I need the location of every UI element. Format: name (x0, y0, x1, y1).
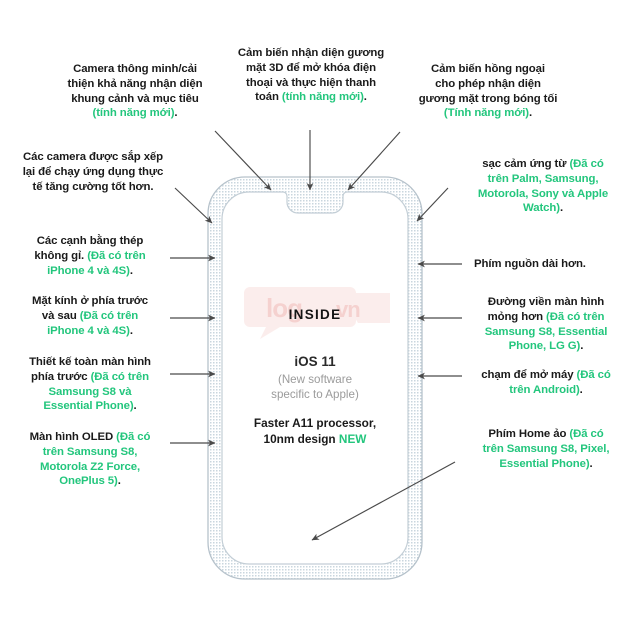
phone-illustration (207, 176, 423, 580)
annotation-bezel-line1: Đường viền màn hình (487, 296, 605, 308)
annotation-home-highlight2: trên Samsung S8, Pixel, (482, 442, 610, 455)
annotation-steel-edges-highlight1: (Đã có trên (87, 249, 146, 262)
annotation-glass-highlight2: iPhone 4 và 4S) (47, 324, 130, 337)
annotation-infrared-line2: cho phép nhận diện (435, 77, 541, 90)
annotation-tap-highlight2: trên Android) (509, 383, 580, 396)
annotation-home-highlight3: Essential Phone) (499, 457, 590, 470)
annotation-infrared-sensor: Cảm biến hồng ngoại cho phép nhận diện g… (404, 62, 572, 121)
annotation-tap-to-wake: chạm để mở máy (Đã có trên Android). (466, 368, 626, 398)
annotation-oled-line1: Màn hình OLED (29, 431, 117, 443)
annotation-glass-tail: . (129, 324, 133, 337)
annotation-wireless-charging: sạc cảm ứng từ (Đã có trên Palm, Samsung… (463, 157, 623, 216)
annotation-steel-edges-tail: . (129, 264, 133, 277)
annotation-glass-line1: Mặt kính ở phía trước (31, 295, 148, 307)
annotation-fullscreen-highlight2: Samsung S8 và (48, 385, 132, 398)
annotation-face-id-line1: Cảm biến nhận diện gương (237, 47, 385, 59)
annotation-tap-line1: chạm để mở máy (481, 369, 577, 381)
annotation-bezel-highlight3: Phone, LG G) (508, 340, 581, 353)
annotation-bezel-line2: mỏng hơn (487, 310, 547, 323)
annotation-bezel-highlight2: Samsung S8, Essential (484, 325, 608, 338)
annotation-oled-highlight2: trên Samsung S8, (42, 445, 138, 458)
annotation-oled-highlight3: Motorola Z2 Force, (39, 460, 141, 473)
annotation-home-line1: Phím Home ảo (488, 428, 570, 440)
annotation-face-id: Cảm biến nhận diện gương mặt 3D để mở kh… (227, 46, 395, 105)
annotation-fullscreen-highlight3: Essential Phone) (43, 400, 134, 413)
annotation-wireless-line1: sạc cảm ứng từ (482, 158, 570, 170)
annotation-fullscreen-line2: phía trước (31, 370, 91, 383)
annotation-face-id-line4: toán (255, 91, 282, 104)
annotation-top-camera-line3: khung cảnh và mục tiêu (71, 92, 199, 105)
annotation-wireless-highlight4: Watch) (522, 202, 560, 215)
annotation-steel-edges-line2: không gỉ. (34, 249, 88, 262)
annotation-full-screen-design: Thiết kế toàn màn hình phía trước (Đã có… (10, 355, 170, 414)
annotation-wireless-tail: . (559, 202, 564, 215)
phone-outline-svg (207, 176, 423, 580)
annotation-glass-front-back: Mặt kính ở phía trước và sau (Đã có trên… (14, 294, 166, 338)
annotation-ar-cameras-line3: tế tăng cường tốt hơn. (32, 180, 154, 193)
annotation-fullscreen-line1: Thiết kế toàn màn hình (29, 356, 151, 368)
annotation-virtual-home-button: Phím Home ảo (Đã có trên Samsung S8, Pix… (466, 427, 626, 471)
annotation-oled-highlight4: OnePlus 5) (59, 475, 118, 488)
annotation-home-tail: . (589, 457, 593, 470)
annotation-wireless-highlight1: (Đã có (569, 158, 604, 170)
annotation-fullscreen-tail: . (133, 400, 137, 413)
annotation-ar-cameras-line1: Các camera được sắp xếp (22, 151, 164, 163)
annotation-power-button-line1: Phím nguồn dài hơn. (474, 258, 586, 270)
annotation-infrared-highlight: (Tính năng mới) (443, 107, 529, 120)
annotation-top-camera-tail: . (174, 107, 178, 120)
annotation-top-camera-highlight: (tính năng mới) (92, 107, 175, 120)
annotation-thin-bezel: Đường viền màn hình mỏng hơn (Đã có trên… (466, 295, 626, 354)
annotation-ar-cameras-line2: lại để chạy ứng dụng thực (22, 165, 164, 178)
annotation-bezel-highlight1: (Đã có trên (546, 310, 605, 323)
annotation-oled-screen: Màn hình OLED (Đã có trên Samsung S8, Mo… (10, 430, 170, 489)
annotation-glass-line2: và sau (41, 309, 80, 322)
annotation-face-id-highlight: (tính năng mới) (281, 91, 364, 104)
annotation-tap-highlight1: (Đã có (576, 369, 611, 381)
annotation-infrared-tail: . (528, 107, 533, 120)
annotation-steel-edges-highlight2: iPhone 4 và 4S) (47, 264, 130, 277)
annotation-steel-edges-line1: Các cạnh bằng thép (36, 235, 144, 247)
annotation-oled-tail: . (117, 475, 121, 488)
annotation-bezel-tail: . (580, 340, 584, 353)
annotation-face-id-line2: mặt 3D để mở khóa điện (246, 61, 376, 74)
annotation-fullscreen-highlight1: (Đã có trên (90, 370, 150, 383)
annotation-infrared-line1: Cảm biến hồng ngoại (431, 63, 545, 75)
annotation-top-camera-line2: thiện khả năng nhận diện (67, 77, 203, 90)
annotation-wireless-highlight2: trên Palm, Samsung, (487, 172, 599, 185)
annotation-glass-highlight1: (Đã có trên (79, 309, 139, 322)
annotation-face-id-line3: thoại và thực hiện thanh (246, 76, 376, 89)
annotation-face-id-tail: . (363, 91, 367, 104)
annotation-top-camera: Camera thông minh/cải thiện khả năng nhậ… (56, 62, 214, 121)
annotation-home-highlight1: (Đã có (569, 428, 604, 440)
annotation-ar-cameras: Các camera được sắp xếp lại để chạy ứng … (10, 150, 176, 194)
annotation-tap-tail: . (579, 383, 583, 396)
annotation-steel-edges: Các cạnh bằng thép không gỉ. (Đã có trên… (14, 234, 166, 278)
annotation-infrared-line3: gương mặt trong bóng tối (418, 92, 558, 105)
annotation-oled-highlight1: (Đã có (116, 431, 151, 443)
annotation-top-camera-line1: Camera thông minh/cải (73, 63, 197, 75)
annotation-power-button: Phím nguồn dài hơn. (474, 257, 630, 272)
annotation-wireless-highlight3: Motorola, Sony và Apple (477, 187, 609, 200)
